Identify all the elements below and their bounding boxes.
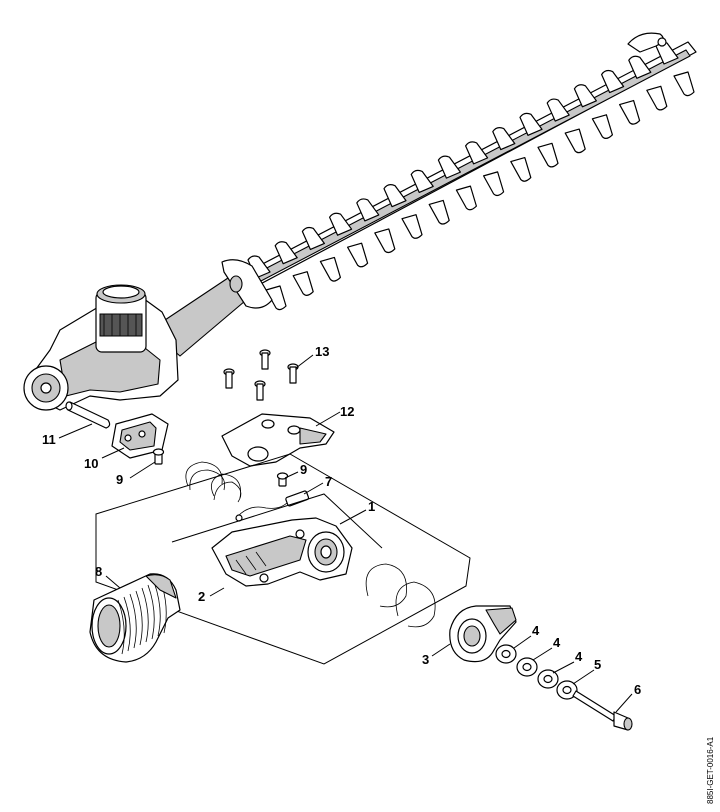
callout-2: 2 [198,589,205,604]
upper-tooth [573,84,597,108]
upper-tooth [546,98,570,122]
part-13-screws [223,349,299,401]
bellows-rib [147,584,155,640]
callout-13: 13 [315,344,329,359]
callout-6: 6 [634,682,641,697]
upper-tooth [492,127,516,151]
callout-labels: 1 2 3 4 4 4 5 6 7 8 9 9 10 11 12 13 [42,344,641,697]
lower-tooth [537,142,559,168]
kit-2-outline [95,453,471,665]
part-3-end-cap [449,605,517,663]
part-6-bolt [572,690,633,731]
part-11-pin [65,401,111,429]
bellows-rib [123,596,131,652]
callout-5: 5 [594,657,601,672]
bellows-rib [129,593,137,649]
part-5-washer [556,680,578,700]
callout-1: 1 [368,499,375,514]
bellows-rib [153,581,161,637]
part-1-gear-housing [211,517,353,587]
bellows-rib [135,590,143,646]
bellows-rib [117,599,125,655]
upper-tooth [274,241,298,265]
callout-4b: 4 [553,635,561,650]
lower-tooth [455,185,477,211]
lower-tooth [319,256,341,282]
upper-tooth [329,212,353,236]
upper-tooth [465,141,489,165]
callout-9-upper: 9 [300,462,307,477]
circlip-lower [365,563,436,628]
bellows-rib [141,587,149,643]
lower-tooth [673,71,695,97]
lower-tooth [265,285,287,311]
lower-tooth [619,99,641,125]
lower-tooth [483,171,505,197]
lower-tooth [347,242,369,268]
cutter-bar [227,32,697,311]
upper-tooth [247,255,271,279]
part-9-screw-upper [276,472,289,487]
part-12-cover [221,413,335,467]
callout-8: 8 [95,564,102,579]
upper-tooth [601,69,625,94]
lower-tooth [292,271,314,296]
upper-tooth [301,226,325,251]
upper-tooth [383,184,407,208]
lower-tooth [401,214,423,239]
upper-tooth [356,198,380,222]
callout-10: 10 [84,456,98,471]
lower-tooth [510,157,532,182]
callout-4c: 4 [575,649,583,664]
part-9-screw-lower [152,448,165,465]
gear-housing-assembly [23,259,273,411]
callout-7: 7 [325,474,332,489]
callout-9-lower: 9 [116,472,123,487]
part-8-bellows [89,573,181,663]
upper-tooth [628,55,652,79]
callout-11: 11 [42,432,56,447]
part-4-washers [495,644,559,689]
lower-tooth [564,128,586,154]
lower-tooth [591,114,613,139]
callout-3: 3 [422,652,429,667]
lower-tooth [428,199,450,225]
upper-tooth [410,169,434,193]
document-reference: 885I-GET-0016-A1 [706,736,715,804]
kit-inner-outline [171,493,383,549]
callout-12: 12 [340,404,354,419]
lower-tooth [646,85,668,111]
leader-lines [58,354,633,713]
upper-tooth [437,155,461,179]
upper-tooth [519,112,543,136]
lower-tooth [374,228,396,254]
callout-4a: 4 [532,623,540,638]
circlip-upper [185,461,242,503]
part-7-sensor [235,490,310,522]
